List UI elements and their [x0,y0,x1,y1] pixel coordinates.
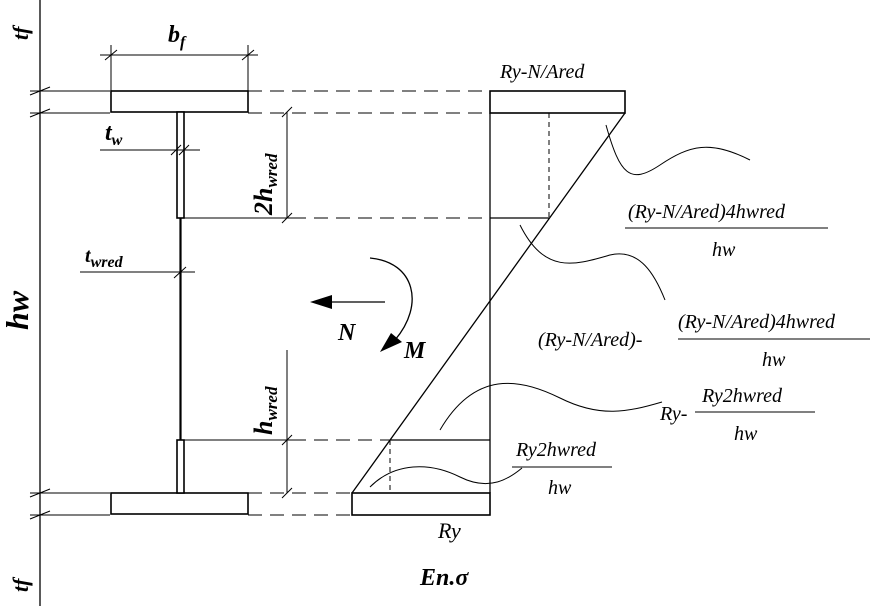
leader-line [605,124,751,175]
web-lower [176,439,185,494]
axial-force-arrowhead [310,295,332,309]
top-flange [110,90,249,113]
moment-arrowhead [380,333,402,352]
hwred-label: hwred [249,386,281,435]
fraction2-numerator: (Ry-N/Ared)4hwred [678,311,836,333]
tick-mark [173,266,187,279]
fraction3-denominator: hw [734,423,758,445]
top-stress-label: Ry-N/Ared [499,61,585,83]
diagram-caption: En.σ [419,565,469,591]
moment-label: M [403,338,427,364]
tick-mark [178,144,190,156]
fraction2-denominator: hw [762,349,786,371]
tf-top-label: tf [8,24,33,40]
leader-line [519,224,666,301]
tick-mark [241,49,255,61]
tf-bottom-label: tf [8,576,33,592]
bottom-flange [110,492,249,515]
leader-line [369,466,523,488]
moment-arc [369,257,413,341]
two-hwred-label: 2hwred [249,153,281,216]
stress-top-block [489,90,626,114]
fraction2-prefix: (Ry-N/Ared)- [538,329,642,351]
stress-bottom-block [351,492,491,516]
fraction4-denominator: hw [548,477,572,499]
fraction1-numerator: (Ry-N/Ared)4hwred [628,201,786,223]
fraction3-numerator: Ry2hwred [701,385,783,407]
tick-mark [281,487,293,499]
stress-diagonal [351,112,626,494]
tick-mark [281,106,293,118]
leader-line [439,382,663,431]
twred-label: twred [85,245,124,271]
tick-mark [170,144,182,156]
tw-label: tw [105,120,123,149]
fraction1-denominator: hw [712,239,736,261]
tick-mark [104,49,118,61]
bf-label: bf [168,22,187,51]
web-upper [176,111,185,219]
axial-force-label: N [337,320,357,346]
hw-label: hw [0,290,35,330]
fraction3-prefix: Ry- [659,403,687,425]
fraction4-numerator: Ry2hwred [515,439,597,461]
bottom-stress-label: Ry [437,518,461,543]
